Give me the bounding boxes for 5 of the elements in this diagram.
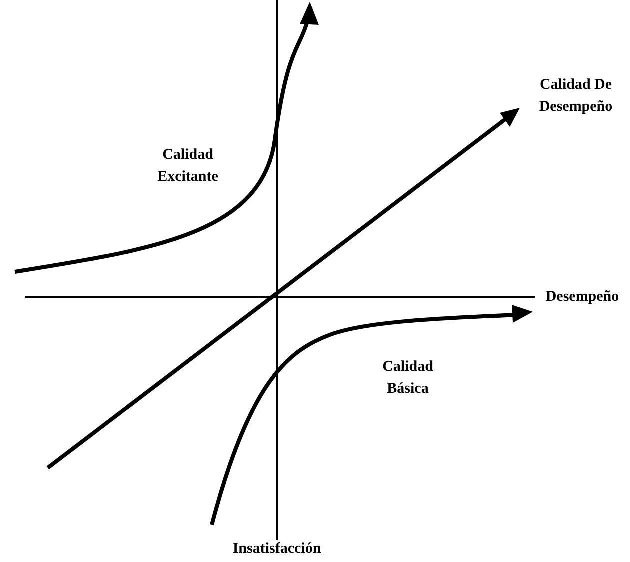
axis-label: Insatisfacción xyxy=(232,540,322,559)
curve-label: Calidad De Desempeño xyxy=(538,76,614,117)
axis-label: Desempeño xyxy=(544,288,620,307)
curve-label: Calidad Básica xyxy=(382,358,434,399)
curve-label: Calidad Excitante xyxy=(156,146,220,187)
